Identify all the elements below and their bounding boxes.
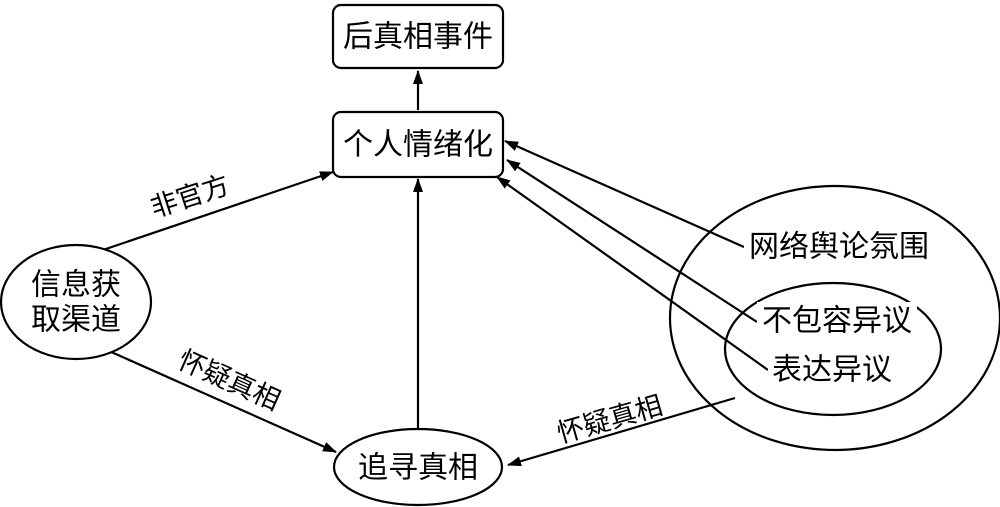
edge-atmosphere-to-seek-truth: [507, 396, 736, 467]
express-dissent-label: 表达异议: [772, 353, 892, 388]
info-channel-label-line2: 取渠道: [31, 303, 121, 338]
edge-network-atmosphere-to-emotion: [504, 139, 745, 249]
edge-label-unofficial: 非官方: [147, 170, 234, 225]
edge-channel-to-seek-truth: [99, 345, 337, 454]
intolerant-dissent-label-bg: [757, 302, 917, 340]
info-channel-label-line1: 信息获: [31, 268, 121, 303]
info-channel-ellipse: [0, 243, 153, 361]
post-truth-event-label: 后真相事件: [343, 20, 493, 55]
edge-label-doubt-truth-left: 怀疑真相: [173, 345, 284, 417]
personal-emotion-box: [331, 110, 505, 179]
intolerant-dissent-label: 不包容异议: [762, 304, 912, 339]
edge-intolerant-dissent-to-emotion: [506, 159, 758, 323]
edge-channel-to-emotion: [93, 170, 334, 255]
post-truth-event-box: [331, 3, 505, 70]
edge-express-dissent-to-emotion: [496, 176, 769, 371]
express-dissent-label-bg: [768, 351, 898, 389]
network-atmosphere-label: 网络舆论氛围: [749, 230, 929, 265]
network-atmosphere-label-bg: [744, 228, 934, 266]
personal-emotion-label: 个人情绪化: [343, 128, 493, 163]
network-atmosphere-ellipse: [668, 184, 1000, 452]
seek-truth-ellipse: [332, 427, 504, 507]
seek-truth-label: 追寻真相: [358, 451, 478, 486]
dissent-ellipse: [723, 281, 943, 417]
edge-label-doubt-truth-right: 怀疑真相: [554, 390, 666, 450]
